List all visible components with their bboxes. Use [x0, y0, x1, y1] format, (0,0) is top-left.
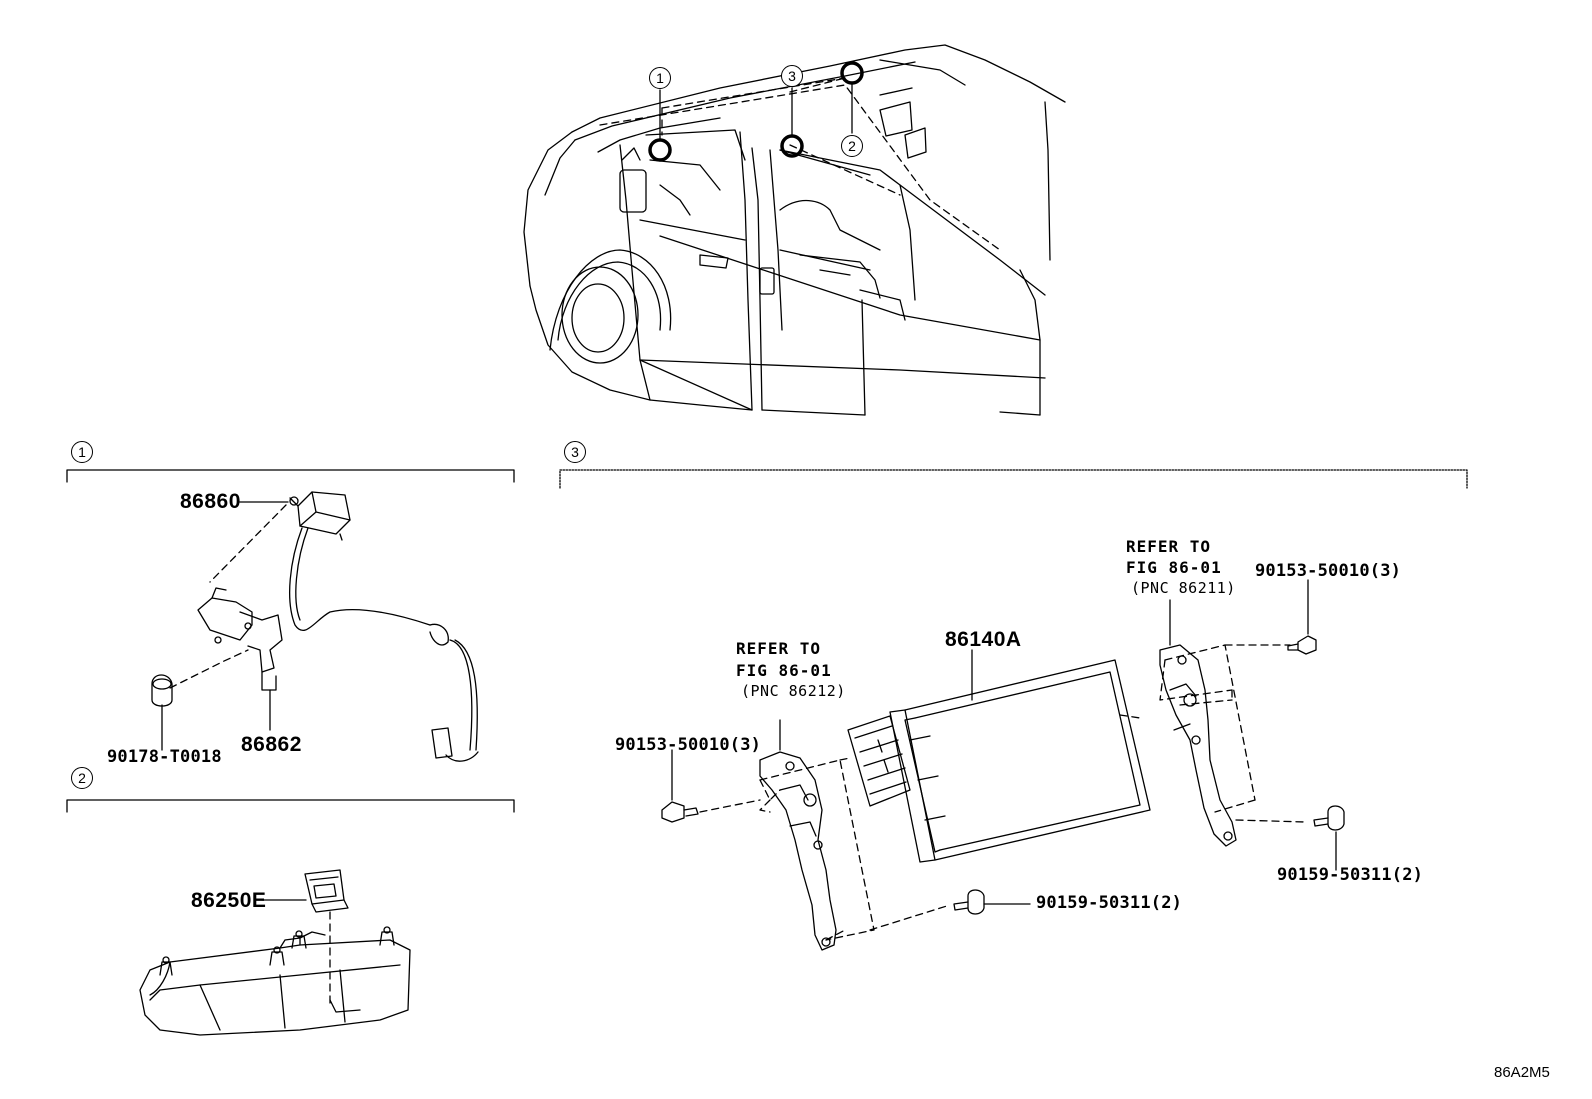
- vehicle-marker-3: 3: [781, 65, 803, 87]
- part-label-90153-50010-left[interactable]: 90153-50010(3): [615, 735, 762, 755]
- reference-right-line3: (PNC 86211): [1131, 579, 1236, 597]
- vehicle-marker-1: 1: [649, 67, 671, 89]
- reference-right-line1: REFER TO: [1126, 537, 1212, 556]
- part-label-90178-t0018[interactable]: 90178-T0018: [107, 747, 222, 767]
- part-label-90153-50010-right[interactable]: 90153-50010(3): [1255, 561, 1402, 581]
- section-2-drawing: [139, 869, 411, 1036]
- reference-left-line2: FIG 86-01: [736, 661, 832, 680]
- diagram-code: 86A2M5: [1494, 1064, 1550, 1081]
- section-3-drawing: [661, 579, 1345, 951]
- section-brackets: [66, 469, 1468, 813]
- part-label-90159-50311-right[interactable]: 90159-50311(2): [1277, 865, 1424, 885]
- part-label-86140a[interactable]: 86140A: [945, 628, 1022, 651]
- part-label-86862[interactable]: 86862: [241, 733, 302, 756]
- section-marker-1: 1: [71, 441, 93, 463]
- part-label-90159-50311-bottom[interactable]: 90159-50311(2): [1036, 893, 1183, 913]
- vehicle-marker-2: 2: [841, 135, 863, 157]
- vehicle-leader-lines: [599, 77, 1001, 251]
- section-3-leaders: [699, 644, 1307, 941]
- reference-left-line1: REFER TO: [736, 639, 822, 658]
- part-label-86860[interactable]: 86860: [180, 490, 241, 513]
- reference-right-line2: FIG 86-01: [1126, 558, 1222, 577]
- section-1-drawing: [151, 491, 479, 762]
- vehicle-illustration: [523, 44, 1066, 416]
- reference-left-line3: (PNC 86212): [741, 682, 846, 700]
- location-markers: [648, 61, 864, 162]
- part-label-86250e[interactable]: 86250E: [191, 889, 267, 912]
- section-marker-2: 2: [71, 767, 93, 789]
- section-marker-3: 3: [564, 441, 586, 463]
